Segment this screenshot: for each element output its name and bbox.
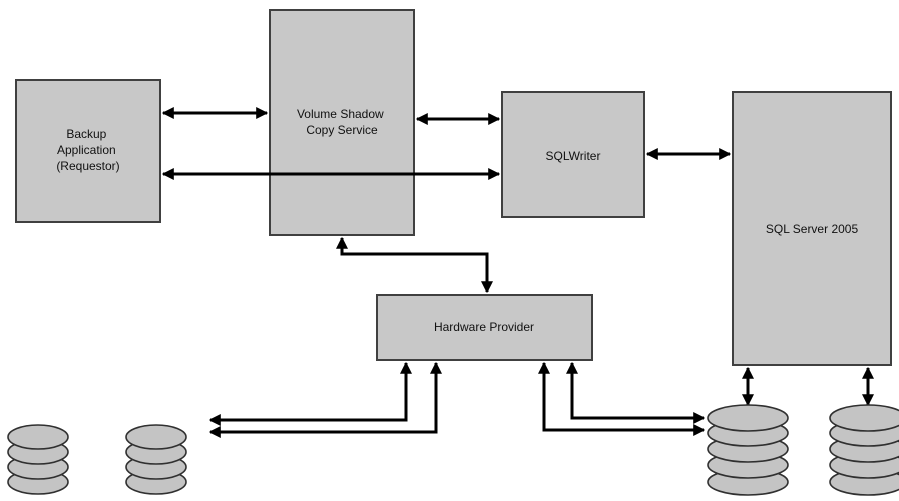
vss-label: Volume Shadow Copy Service: [297, 107, 387, 137]
volume-shadow-copy-service-box: [269, 9, 415, 236]
arrow-hwprovider-disk-3a: [538, 361, 706, 436]
sqlwriter-label: SQLWriter: [546, 149, 601, 163]
backup-application-label: Backup Application (Requestor): [56, 127, 119, 173]
arrow-vss-hwprovider: [336, 236, 493, 294]
disk-stack-3: [707, 404, 789, 496]
arrow-hwprovider-disk-2b: [208, 361, 442, 438]
arrow-hwprovider-disk-2a: [208, 361, 412, 426]
hardware-provider-box: [376, 294, 593, 361]
disk-stack-1: [7, 424, 69, 495]
disk-stack-2: [125, 424, 187, 495]
disk-stack-4: [829, 404, 899, 496]
backup-application-box: [15, 79, 161, 223]
hardware-provider-label: Hardware Provider: [434, 320, 534, 334]
sqlwriter-box: [501, 91, 645, 218]
arrow-hwprovider-disk-3b: [566, 361, 706, 424]
sql-server-label: SQL Server 2005: [766, 222, 859, 236]
sql-server-box: [732, 91, 892, 366]
